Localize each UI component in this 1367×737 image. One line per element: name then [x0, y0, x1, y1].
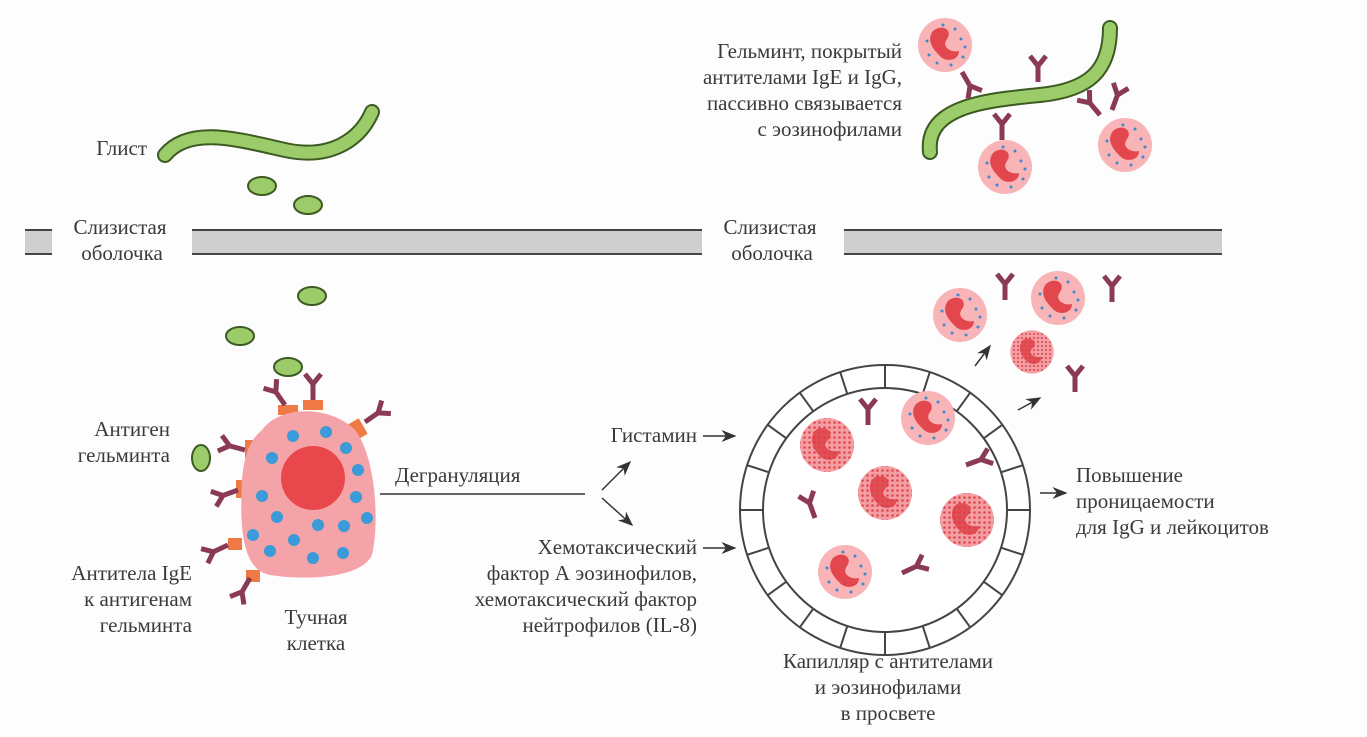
mucosa-label-left: Слизистая [74, 215, 167, 239]
capillary-wall-segment [1000, 546, 1024, 556]
chemotactic-label: нейтрофилов (IL-8) [522, 613, 697, 637]
mast-cell [201, 374, 391, 605]
capillary-label: и эозинофилами [815, 675, 961, 699]
coated-worm-label: Гельминт, покрытый [717, 39, 902, 63]
coated-worm-label: пассивно связывается [707, 91, 902, 115]
ige-label: к антигенам [84, 587, 192, 611]
ige-label: Антитела IgE [71, 561, 192, 585]
capillary-wall-segment [983, 423, 1003, 440]
mucosa-membrane [25, 218, 1222, 268]
capillary [739, 364, 1031, 656]
capillary-wall-segment [955, 608, 972, 628]
coated-worm-label: с эозинофилами [757, 117, 902, 141]
worm-label: Глист [96, 136, 147, 160]
arrow-icon [1017, 397, 1042, 411]
capillary-label: в просвете [841, 701, 936, 725]
capillary-wall-segment [921, 371, 931, 395]
mucosa-label-left: оболочка [81, 241, 163, 265]
chemotactic-label: хемотаксический фактор [475, 587, 697, 611]
capillary-wall-segment [921, 625, 931, 649]
coated-worm-label: антителами IgE и IgG, [703, 65, 902, 89]
mast-cell-nucleus [281, 446, 345, 510]
capillary-wall-segment [746, 546, 770, 556]
migrating-eosinophils [933, 271, 1120, 411]
capillary-wall-segment [839, 625, 849, 649]
antigen-label: гельминта [78, 443, 171, 467]
capillary-wall-segment [983, 580, 1003, 597]
capillary-wall-segment [746, 464, 770, 474]
degranulation-label: Дегрануляция [395, 463, 521, 487]
permeability-label: проницаемости [1076, 489, 1215, 513]
capillary-wall-segment [767, 423, 787, 440]
ige-label: гельминта [100, 613, 193, 637]
helminth-antigen-particles [191, 176, 327, 472]
permeability-label: Повышение [1076, 463, 1183, 487]
mast-cell-granules [247, 426, 373, 564]
arrow-icon [601, 460, 632, 491]
capillary-wall-segment [839, 371, 849, 395]
capillary-wall-segment [798, 608, 815, 628]
antigen-label: Антиген [94, 417, 170, 441]
histamine-label: Гистамин [611, 423, 697, 447]
capillary-wall-segment [1000, 464, 1024, 474]
arrow-icon [974, 344, 991, 367]
mast-cell-label: клетка [287, 631, 346, 655]
capillary-wall-segment [798, 392, 815, 412]
chemotactic-label: фактор А эозинофилов, [487, 561, 697, 585]
mucosa-label-right: оболочка [731, 241, 813, 265]
permeability-label: для IgG и лейкоцитов [1076, 515, 1269, 539]
mast-cell-label: Тучная [284, 605, 347, 629]
arrow-icon [601, 497, 634, 527]
capillary-wall-segment [767, 580, 787, 597]
mucosa-label-right: Слизистая [724, 215, 817, 239]
capillary-wall-segment [955, 392, 972, 412]
chemotactic-label: Хемотаксический [538, 535, 697, 559]
capillary-label: Капилляр с антителами [783, 649, 993, 673]
coated-worm [918, 18, 1152, 194]
